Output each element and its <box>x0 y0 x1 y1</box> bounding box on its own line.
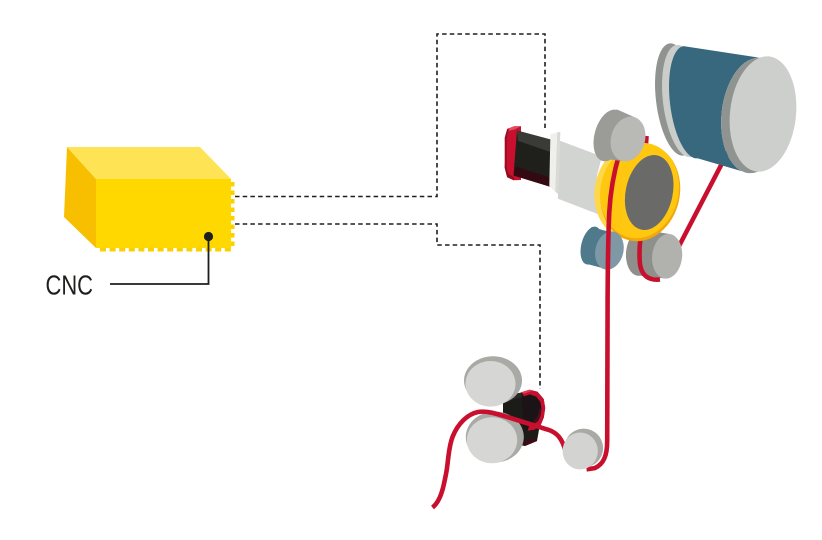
svg-text:CNC: CNC <box>46 270 94 301</box>
